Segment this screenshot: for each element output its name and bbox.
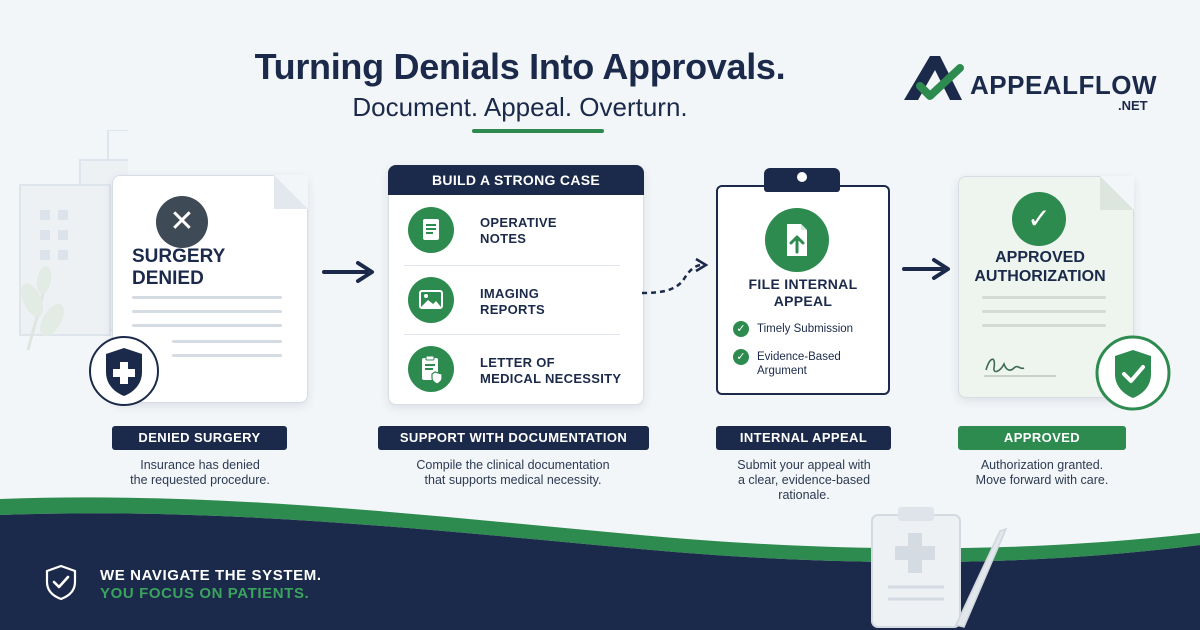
- item-line: MEDICAL NECESSITY: [480, 371, 622, 386]
- text-line: [982, 296, 1106, 299]
- dashed-arrow-icon: [641, 257, 709, 295]
- stage-label-denied: DENIED SURGERY: [112, 426, 287, 450]
- logo-wordmark: APPEALFLOW: [970, 70, 1157, 101]
- text-line: [132, 310, 282, 313]
- signature-icon: [984, 358, 1056, 377]
- desc-line: that supports medical necessity.: [424, 473, 602, 487]
- appealflow-logo-icon: [904, 56, 964, 100]
- clipboard-icon: [408, 346, 454, 392]
- file-internal-appeal-title: FILE INTERNAL APPEAL: [716, 276, 890, 310]
- divider: [404, 265, 620, 266]
- page-title: Turning Denials Into Approvals.: [254, 46, 786, 87]
- item-line: NOTES: [480, 231, 527, 246]
- imaging-reports-label: IMAGING REPORTS: [480, 286, 545, 318]
- desc-line: Compile the clinical documentation: [416, 458, 610, 472]
- page-subtitle: Document. Appeal. Overturn.: [352, 92, 688, 122]
- desc-line: the requested procedure.: [130, 473, 270, 487]
- arrow-right-icon: [902, 258, 950, 280]
- approved-authorization-title: APPROVED AUTHORIZATION: [958, 248, 1122, 286]
- file-upload-icon: [765, 208, 829, 272]
- stage-description-approved: Authorization granted. Move forward with…: [946, 458, 1138, 488]
- item-line: LETTER OF: [480, 355, 555, 370]
- stage-label-documentation: SUPPORT WITH DOCUMENTATION: [378, 426, 649, 450]
- check-icon: ✓: [733, 349, 749, 365]
- item-line: REPORTS: [480, 302, 545, 317]
- title-line: APPROVED: [995, 249, 1085, 266]
- letter-of-necessity-label: LETTER OF MEDICAL NECESSITY: [480, 355, 621, 387]
- desc-line: Insurance has denied: [140, 458, 260, 472]
- document-icon: [408, 207, 454, 253]
- text-line: [172, 354, 282, 357]
- image-icon: [408, 277, 454, 323]
- footer-wave: [0, 497, 1200, 630]
- check-line: Evidence-Based: [757, 351, 841, 363]
- approved-shield-icon: [1095, 335, 1171, 411]
- x-circle-icon: ✕: [156, 196, 208, 248]
- surgery-denied-title: SURGERY DENIED: [132, 246, 226, 289]
- medical-shield-icon: [89, 336, 159, 406]
- arrow-right-icon: [322, 261, 374, 283]
- stage-description-denied: Insurance has denied the requested proce…: [100, 458, 300, 488]
- stage-description-internal-appeal: Submit your appeal with a clear, evidenc…: [706, 458, 902, 503]
- document-fold: [1100, 176, 1134, 210]
- text-line: [132, 296, 282, 299]
- stage-label-approved: APPROVED: [958, 426, 1126, 450]
- text-line: [132, 324, 282, 327]
- operative-notes-label: OPERATIVE NOTES: [480, 215, 557, 247]
- check-icon: ✓: [733, 321, 749, 337]
- clip-hole: [797, 172, 807, 182]
- hospital-building-decoration: [19, 130, 128, 351]
- text-line: [982, 310, 1106, 313]
- timely-submission-label: Timely Submission: [757, 323, 854, 335]
- desc-line: Move forward with care.: [975, 473, 1109, 487]
- text-line: [982, 324, 1106, 327]
- logo-tld: .NET: [1118, 98, 1148, 113]
- footer-tagline-line1: WE NAVIGATE THE SYSTEM.: [100, 567, 322, 584]
- build-case-header: BUILD A STRONG CASE: [388, 165, 644, 195]
- desc-line: Submit your appeal with: [737, 458, 871, 472]
- title-line: FILE INTERNAL: [748, 276, 858, 292]
- logo-word-appeal: APPEAL: [970, 70, 1079, 100]
- item-line: OPERATIVE: [480, 215, 557, 230]
- check-line: Argument: [757, 365, 807, 377]
- desc-line: a clear, evidence-based: [737, 473, 871, 487]
- divider: [404, 334, 620, 335]
- evidence-based-label: Evidence-Based Argument: [757, 350, 841, 378]
- footer-tagline-line2: YOU FOCUS ON PATIENTS.: [100, 585, 310, 602]
- item-line: IMAGING: [480, 286, 540, 301]
- title-underline: [472, 129, 604, 133]
- shield-check-icon: [45, 564, 77, 600]
- logo-word-flow: FLOW: [1078, 70, 1157, 100]
- clipboard-scalpel-decoration: [871, 507, 1008, 628]
- stage-label-internal-appeal: INTERNAL APPEAL: [716, 426, 891, 450]
- document-fold: [274, 175, 308, 209]
- text-line: [172, 340, 282, 343]
- title-line: AUTHORIZATION: [974, 268, 1106, 285]
- stage-description-documentation: Compile the clinical documentation that …: [380, 458, 646, 488]
- desc-line: rationale.: [778, 488, 830, 502]
- check-circle-icon: ✓: [1012, 192, 1066, 246]
- desc-line: Authorization granted.: [980, 458, 1104, 472]
- title-line: APPEAL: [773, 293, 833, 309]
